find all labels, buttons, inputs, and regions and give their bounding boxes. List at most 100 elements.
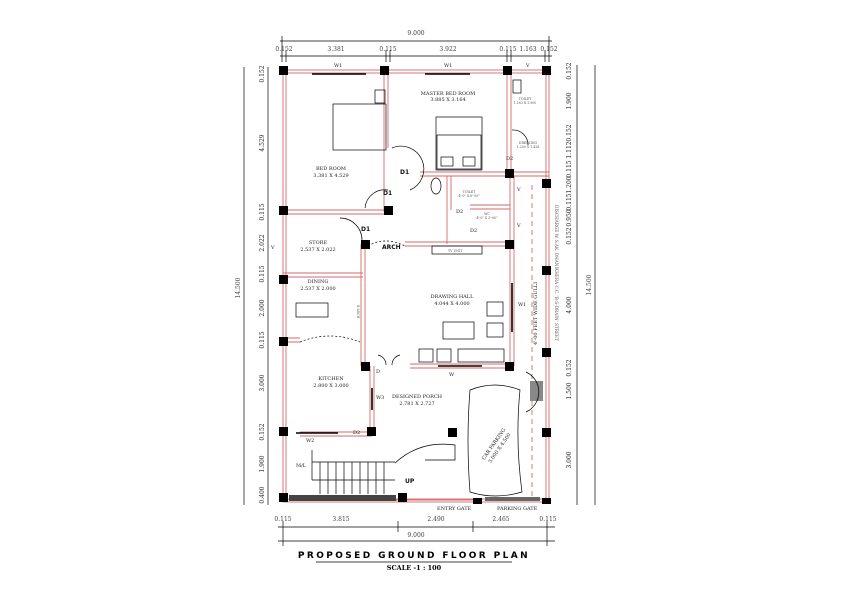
dim-left: 2.000 [259, 299, 266, 316]
room-size: 2.781 X 2.727 [399, 401, 434, 407]
dim-top: 0.152 [275, 46, 292, 53]
window-tag: W1 [334, 63, 342, 69]
tv-unit-label: TV UNIT [448, 249, 463, 253]
bed-icon [435, 116, 483, 171]
room-size: 1.163 X 1.900 [514, 101, 537, 105]
room-size: 2.537 X 2.022 [300, 247, 335, 253]
dim-left: 1.900 [259, 455, 266, 472]
room-name: DINING [308, 279, 329, 285]
dim-bottom-overall: 9.000 [407, 532, 424, 539]
dim-right: 0.115 [566, 193, 573, 210]
vent-tag: V [270, 245, 275, 251]
room-name: DRESSING [519, 141, 538, 145]
door-tag: D2 [506, 156, 513, 162]
discharge-label: DISCHARGE W. S.AK. DHANIKHERA C.C. 'B-S-… [554, 205, 559, 341]
dim-top: 1.163 [519, 46, 536, 53]
room-size: 4'-0" X 3'-00" [476, 216, 498, 220]
dim-right: 1.200 [566, 176, 573, 193]
window-tag: W1 [444, 63, 452, 69]
window-tag: W [449, 372, 455, 378]
dim-left-overall: 14.500 [235, 277, 242, 298]
dim-left: 0.115 [259, 265, 266, 282]
room-name: MASTER BED ROOM [421, 91, 476, 97]
dim-left: 3.000 [259, 374, 266, 391]
room-size: 4'-0" X 6'-00" [458, 194, 480, 198]
dim-left: 0.115 [259, 331, 266, 348]
dim-left: 0.400 [259, 486, 266, 503]
staircase [289, 443, 540, 501]
room-name: DRAWING HALL [431, 294, 475, 300]
drawing-title: PROPOSED GROUND FLOOR PLAN [298, 551, 530, 561]
gulli-label: 4'-00 FEET WIDE GULLI [533, 282, 539, 345]
room-size: 2.800 X 3.000 [313, 383, 348, 389]
room-size: 4.044 X 4.000 [434, 301, 469, 307]
dim-right: 3.000 [566, 451, 573, 468]
parking-gate-label: PARKING GATE [497, 506, 538, 512]
columns [279, 66, 551, 504]
door-tag: D1 [400, 169, 409, 176]
dim-right: 0.950 [566, 209, 573, 226]
dim-top: 3.381 [327, 46, 344, 53]
dim-top-overall: 9.000 [407, 30, 424, 37]
center-table [442, 321, 475, 340]
vent-tag: V [516, 187, 521, 193]
toilet-icon [512, 79, 522, 94]
opening-tags: W1 W1 V V V V D1 D1 D1 D2 D2 D2 D2 D ARC… [270, 63, 559, 512]
tv-unit [431, 245, 483, 255]
window-tag: W3 [376, 395, 384, 401]
dim-right: 4.000 [566, 296, 573, 313]
dim-left: 0.152 [259, 65, 266, 82]
right-dimensions: 14.500 0.152 1.900 0.152 1.112 0.115 1.2… [566, 62, 596, 505]
dim-bottom: 0.115 [274, 516, 291, 523]
sofa [457, 348, 505, 363]
dining-table [295, 302, 329, 318]
dim-bottom: 3.815 [332, 516, 349, 523]
dim-right: 0.152 [566, 62, 573, 79]
dim-bottom: 2.465 [492, 516, 509, 523]
door-tag: D2 [456, 209, 463, 215]
dim-right: 1.500 [566, 382, 573, 399]
vent-tag: V [516, 223, 521, 229]
door-tag: D1 [361, 226, 370, 233]
room-name: DESIGNED PORCH [392, 394, 443, 400]
b-arch-tag: B-ARCH [356, 305, 360, 319]
window-tag: W2 [306, 438, 314, 444]
car-outline [467, 384, 523, 497]
door-tag: D2 [470, 228, 477, 234]
arch-tag: ARCH [382, 244, 401, 251]
dim-top: 0.115 [379, 46, 396, 53]
dim-bottom: 2.490 [427, 516, 444, 523]
up-label: UP [405, 478, 415, 485]
room-size: 1.200 X 1.426 [517, 145, 540, 149]
dim-top: 3.922 [439, 46, 456, 53]
dim-top: 0.115 [499, 46, 516, 53]
room-name: STORE [309, 240, 328, 246]
walls [282, 69, 550, 503]
planter-icon [530, 381, 543, 401]
left-dimensions: 14.500 0.152 4.529 0.115 2.022 0.115 2.0… [235, 65, 269, 505]
dim-bottom: 0.115 [539, 516, 556, 523]
bottom-dimensions: 0.115 3.815 2.490 2.465 0.115 9.000 [274, 516, 557, 546]
dim-left: 4.529 [259, 134, 266, 151]
dim-top: 0.152 [540, 46, 557, 53]
dim-right: 1.112 [566, 141, 573, 158]
room-name: BED ROOM [316, 166, 346, 172]
ml-label: M/L [296, 463, 307, 469]
window-tag: W1 [518, 302, 526, 308]
top-dimensions: 9.000 0.152 3.381 0.115 3.922 0.115 1.16… [275, 30, 558, 62]
room-name: TOILET [519, 97, 532, 101]
room-name: KITCHEN [318, 376, 344, 382]
dim-right: 0.152 [566, 227, 573, 244]
bed-icon [332, 103, 387, 151]
room-name: WC [484, 212, 490, 216]
entry-gate-label: ENTRY GATE [437, 506, 472, 512]
dim-right: 1.900 [566, 92, 573, 109]
dim-right: 0.152 [566, 124, 573, 141]
furniture [289, 73, 543, 501]
dim-left: 0.152 [259, 423, 266, 440]
room-size: 3.885 X 3.164 [430, 97, 465, 103]
dim-left: 2.022 [259, 234, 266, 251]
door-tag: D1 [383, 190, 392, 197]
vent-tag: V [525, 63, 530, 69]
